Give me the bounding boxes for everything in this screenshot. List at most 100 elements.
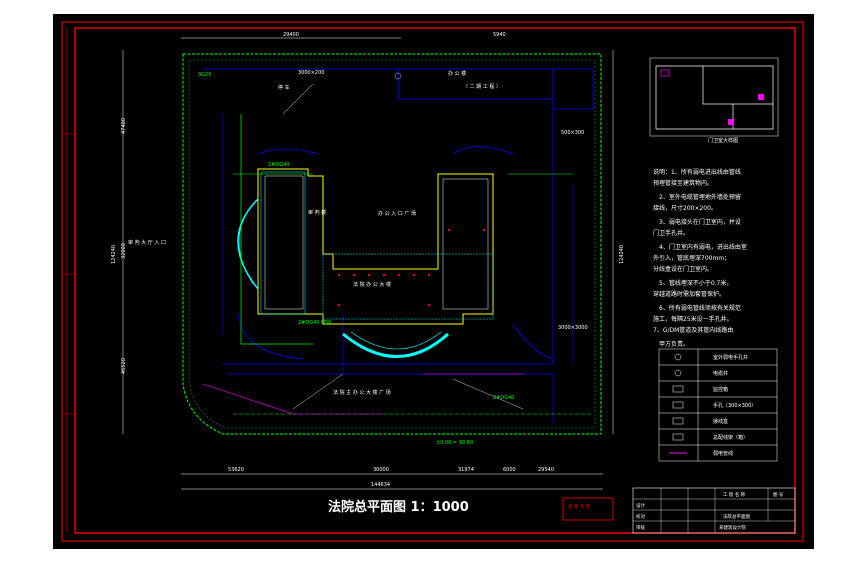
south-plaza-arc [342, 332, 450, 358]
svg-text:设计: 设计 [636, 502, 645, 509]
label-pipe-nw: 3G25 [198, 72, 211, 78]
south-plaza-arc-2 [350, 331, 442, 350]
legend-symbol-3 [672, 401, 684, 409]
notes: 说明：1、所有弱电进出线由管线 预埋管接至建筑物内。 2、室外电缆管埋地外墙处预… [653, 168, 747, 348]
legend-symbol-4 [672, 417, 684, 425]
leader-lines [282, 83, 524, 410]
dim-top-2: 5940 [493, 32, 506, 38]
legend: 室外弱电手孔井 电缆井 监控箱 手孔（300×300） 接线盒 总配线架（箱） … [658, 348, 778, 462]
drawing-background [53, 14, 814, 549]
svg-text:门卫手孔井。: 门卫手孔井。 [653, 229, 689, 237]
dim-left-1: 47400 [121, 118, 127, 134]
svg-text:图 号: 图 号 [773, 492, 784, 498]
central-hall [322, 253, 494, 320]
east-wing [442, 178, 489, 310]
svg-text:7、G/DM管道及其管内线路由: 7、G/DM管道及其管内线路由 [653, 326, 733, 334]
marker-circle [394, 72, 402, 80]
label-phase-two: （ 二 期 工 程 ） [463, 83, 501, 90]
plan-labels: 29400 5940 53620 30000 31974 6000 29540 … [111, 32, 625, 488]
svg-text:工 程 名 称: 工 程 名 称 [723, 491, 746, 498]
site-plan-drawing: 29400 5940 53620 30000 31974 6000 29540 … [53, 14, 814, 549]
pipe-line-west [240, 114, 313, 345]
svg-text:接线盒: 接线盒 [713, 418, 728, 425]
svg-text:法院总平面图: 法院总平面图 [723, 513, 750, 520]
dim-bottom-total: 144634 [371, 482, 390, 488]
title-block: 工 程 名 称 图 号 设计 校对 法院总平面图 审核 某建筑设计院 [632, 487, 796, 534]
svg-text:室外弱电手孔井: 室外弱电手孔井 [713, 354, 748, 361]
dim-bottom-5: 29540 [538, 467, 554, 473]
svg-text:3、弱电接头在门卫室内，并设: 3、弱电接头在门卫室内，并设 [659, 218, 741, 226]
svg-text:分线盒设在门卫室内。: 分线盒设在门卫室内。 [653, 265, 713, 273]
dim-top-1: 29400 [283, 32, 299, 38]
road-curves [257, 146, 514, 155]
label-north-building: 办 公 楼 [448, 70, 466, 77]
svg-text:说明：1、所有弱电进出线由管线: 说明：1、所有弱电进出线由管线 [653, 168, 741, 176]
svg-text:穿越道路时需加套管保护。: 穿越道路时需加套管保护。 [653, 290, 725, 298]
label-elevation: ±0.00 = 90.80 [436, 440, 473, 446]
label-parking-top: 停 车 [278, 84, 290, 91]
svg-text:弱电管线: 弱电管线 [713, 450, 733, 457]
svg-text:施工，每隔25米设一手孔井。: 施工，每隔25米设一手孔井。 [653, 315, 733, 323]
site-boundary [182, 53, 602, 435]
dim-bottom-2: 30000 [373, 467, 389, 473]
label-pipe-west: 2#DG40 [268, 162, 289, 168]
svg-text:接线，尺寸200×200。: 接线，尺寸200×200。 [653, 204, 717, 212]
west-wing [264, 175, 304, 310]
inset-marker-3 [758, 94, 764, 100]
column-markers [338, 229, 485, 306]
svg-text:4、门卫室内有弱电，进出线由室: 4、门卫室内有弱电，进出线由室 [659, 243, 747, 251]
svg-text:2、室外电缆管埋地外墙处预留: 2、室外电缆管埋地外墙处预留 [659, 193, 741, 201]
site-boundary-inner [188, 59, 596, 429]
west-entrance-arc-2 [238, 203, 254, 285]
label-e-size: 3000×3000 [558, 325, 588, 331]
legend-symbol-5 [672, 433, 684, 441]
legend-symbol-0 [674, 353, 682, 361]
svg-text:6、所有弱电管线须按有关规范: 6、所有弱电管线须按有关规范 [659, 304, 741, 312]
road-curves-2 [237, 313, 554, 360]
dim-right-total: 124240 [619, 245, 625, 264]
svg-text:电缆井: 电缆井 [713, 370, 728, 377]
road-edges [222, 114, 574, 364]
svg-text:总配线架（箱）: 总配线架（箱） [713, 434, 748, 441]
west-wing-inner [260, 171, 306, 315]
inset-caption: 门卫室大样图 [708, 137, 738, 144]
dim-bottom-4: 6000 [503, 467, 516, 473]
label-court-entrance-plaza: 法 院 办 公 大 楼 [353, 281, 391, 288]
inset-frame [649, 57, 779, 137]
label-pipe-se: 2#DG40 [493, 395, 514, 401]
inner-frame [74, 27, 796, 534]
label-court-main-plaza: 法 院 主 办 公 大 楼 广 场 [333, 389, 391, 396]
svg-text:5、管线埋深不小于0.7米，: 5、管线埋深不小于0.7米， [659, 279, 732, 287]
label-pipe-main: 2#DG40 Ø50 [298, 319, 331, 326]
label-office-entrance-plaza: 办 公 入 口 广 场 [378, 210, 416, 217]
stamp-text: 盖 章 专 用 [568, 503, 590, 510]
svg-text:校对: 校对 [636, 513, 645, 520]
road-outline [203, 68, 554, 365]
dim-left-2: 32000 [121, 243, 127, 259]
inset-marker-2 [728, 119, 734, 125]
sewer-lines [202, 373, 523, 415]
ne-building [552, 68, 594, 110]
svg-text:预埋管接至建筑物内。: 预埋管接至建筑物内。 [653, 179, 713, 187]
label-ne-size: 500×300 [561, 130, 584, 136]
drawing-title: 法院总平面图 1：1000 [328, 499, 469, 515]
svg-text:某建筑设计院: 某建筑设计院 [719, 524, 746, 531]
dim-left-total: 124240 [111, 245, 117, 264]
legend-symbol-2 [672, 385, 684, 393]
court-building-outline [257, 168, 494, 325]
dim-bottom-1: 53620 [228, 467, 244, 473]
label-west-gate: 审 判 大 厅 入 口 [128, 239, 166, 246]
svg-text:监控箱: 监控箱 [713, 386, 728, 393]
svg-text:甲方负责。: 甲方负责。 [659, 340, 689, 348]
svg-text:手孔（300×300）: 手孔（300×300） [713, 402, 756, 409]
inset-marker-1 [660, 69, 670, 77]
label-nw-size: 3000×200 [298, 70, 324, 76]
outer-frame [61, 21, 804, 542]
stamp-box [562, 497, 614, 521]
svg-text:审核: 审核 [636, 524, 645, 531]
dim-left-3: 45520 [121, 358, 127, 374]
legend-symbol-1 [674, 369, 682, 377]
label-west-wing: 审 判 楼 [308, 209, 326, 216]
dim-bottom-3: 31974 [458, 467, 474, 473]
